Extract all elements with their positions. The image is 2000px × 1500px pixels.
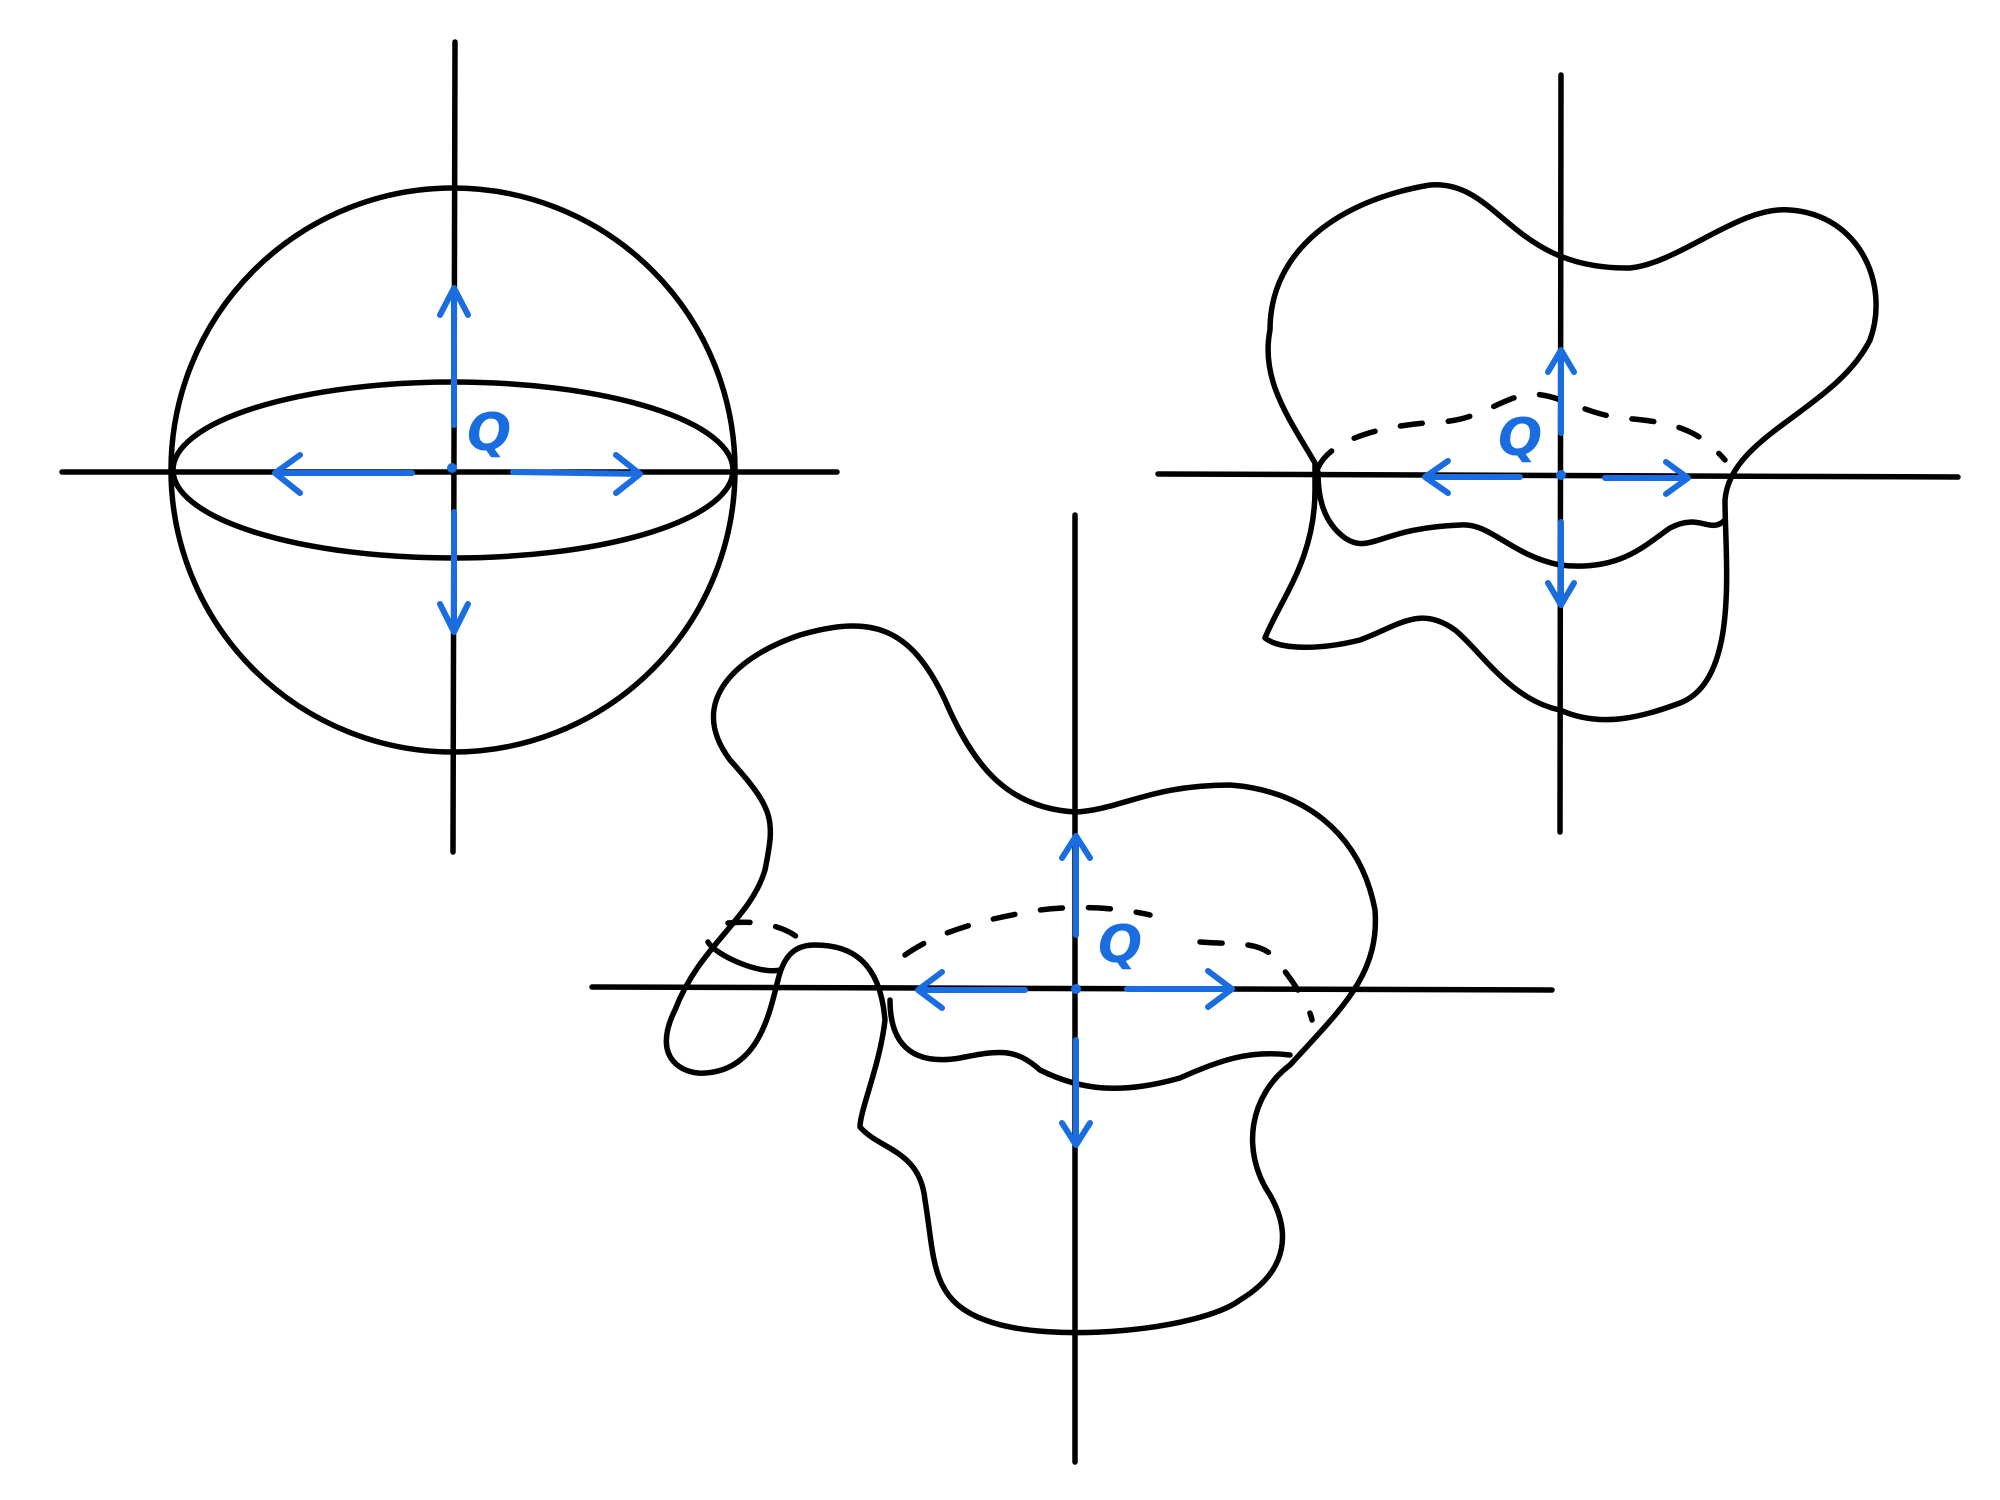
- sphere-center-marks: Q: [272, 285, 643, 635]
- sphere-arrow-up: [437, 285, 471, 428]
- sphere-vertical-axis: [450, 39, 458, 855]
- blob-bottom-arrow-down: [1059, 1037, 1093, 1148]
- blob-bottom-outline: [663, 623, 1379, 1336]
- blob-bottom-loop-fragment: [705, 939, 783, 974]
- blob-bottom-cross-section-front: [887, 997, 1293, 1092]
- blob-right-arrow-left: [1422, 458, 1523, 496]
- sphere-arrow-left: [272, 452, 415, 496]
- blob-right-vertical-axis: [1557, 72, 1564, 835]
- blob-bottom-arrow-up: [1059, 833, 1093, 938]
- blob-right-arrow-up: [1545, 347, 1577, 436]
- blob-bottom-center-marks: Q: [915, 833, 1235, 1148]
- blob-right-cross-section-front: [1315, 469, 1728, 569]
- sphere-arrow-down: [437, 509, 471, 635]
- blob-right-q-label: Q: [1498, 408, 1542, 468]
- blob-right-center-point: [1556, 470, 1566, 480]
- sphere-q-label: Q: [467, 403, 511, 463]
- blob-bottom-arrow-left: [915, 969, 1028, 1011]
- blob-right-center-marks: Q: [1422, 347, 1691, 608]
- sphere-center-point: [447, 463, 457, 473]
- sphere-arrow-right: [510, 452, 643, 496]
- blob-right-arrow-down: [1545, 519, 1577, 608]
- blob-bottom-q-label: Q: [1098, 915, 1142, 975]
- blob-right-outline: [1262, 182, 1879, 723]
- figure-sphere: Q: [59, 39, 840, 855]
- blob-bottom-center-point: [1071, 984, 1081, 994]
- blob-bottom-arrow-right: [1124, 968, 1235, 1010]
- figure-blob-bottom: Q: [589, 512, 1555, 1465]
- blob-right-arrow-right: [1602, 459, 1691, 497]
- blob-bottom-cross-section-back: [725, 904, 1315, 1023]
- figure-blob-right: Q: [1155, 72, 1961, 835]
